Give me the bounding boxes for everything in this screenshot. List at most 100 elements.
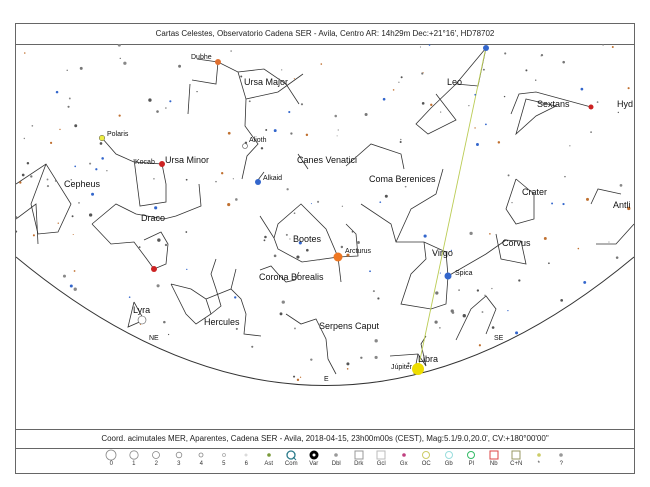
star [21,173,25,177]
star [285,233,288,236]
label-canes-venatici: Canes Venatici [297,155,357,165]
star [334,114,337,118]
star [543,236,547,240]
star [32,234,35,237]
star [95,168,98,171]
star [74,124,78,128]
star-spica [444,272,452,280]
star-mag-2-icon [152,451,161,459]
dark-nebula-icon [354,450,364,460]
star [627,87,630,90]
star [407,362,410,365]
label-polaris: Polaris [107,131,129,138]
star [154,206,158,210]
legend-item-open-cluster: OC [415,449,438,467]
legend-label: 2 [154,461,158,467]
star [300,103,304,106]
star [422,72,424,74]
label-alkaid: Alkaid [263,175,282,182]
star [440,111,442,113]
label-corvus: Corvus [502,238,531,248]
label-serpens-caput: Serpens Caput [319,321,380,331]
sky-map[interactable]: Ursa Major Leo Sextans Hyd Ursa Minor Ca… [16,44,634,429]
legend-item-star-mag-4: 4 [190,449,213,467]
star [439,272,441,274]
star [462,314,466,318]
star [91,192,95,196]
legend-label: 3 [177,461,181,467]
star [474,93,477,96]
star [399,138,402,141]
star-mag-0-icon [105,449,117,461]
legend-label: ? [559,461,563,467]
star [619,184,623,187]
star [399,140,402,144]
star [305,133,309,137]
star [504,52,507,55]
star [560,298,564,302]
star [435,291,439,295]
legend-label: Var [309,461,319,467]
star [569,145,571,147]
star [99,142,103,145]
asteroid-icon [266,453,271,457]
galaxy-icon [401,453,406,457]
star [374,355,378,360]
star [49,141,53,144]
star [89,162,92,165]
double-star-icon [334,453,339,457]
star [596,101,599,103]
star-draco-red [151,266,157,272]
star [293,78,295,80]
star [340,245,344,249]
star [46,185,50,188]
star [602,44,604,46]
star [23,52,26,54]
star-arcturus [333,252,343,262]
legend-item-galaxy: Gx [393,449,416,467]
star [421,102,425,105]
star [377,297,380,300]
star [69,284,73,288]
star [16,230,18,233]
star [138,246,141,249]
star [73,270,76,272]
star [392,89,395,91]
star [164,243,168,247]
star [281,69,283,71]
star [31,125,34,127]
star [404,185,407,188]
label-cepheus: Cepheus [64,179,101,189]
star [196,90,198,93]
star [484,123,487,126]
star [360,356,363,359]
star [235,198,238,201]
legend-item-unknown-star: * [528,449,551,467]
star [293,212,296,214]
label-spica: Spica [455,270,473,277]
legend-item-star-mag-5: 5 [213,449,236,467]
star [433,252,435,255]
star-dubhe [215,59,221,65]
label-ursa-minor: Ursa Minor [165,155,209,165]
legend-item-double-star: Dbl [325,449,348,467]
star [336,135,338,137]
star [59,128,61,131]
legend-label: * [537,461,540,467]
ecliptic-line [416,46,487,375]
star [351,230,354,233]
star [518,279,521,282]
legend-label: Gcl [376,461,386,467]
star-kocab [159,161,165,167]
star [279,312,283,316]
star-alphard [588,104,594,110]
star [525,69,528,72]
star [535,79,537,81]
label-dubhe: Dubhe [191,54,212,61]
star [481,311,484,313]
label-corona-borealis: Corona Borealis [259,272,324,282]
star [586,197,589,201]
star [79,66,83,70]
star [507,174,510,177]
star [450,309,454,313]
